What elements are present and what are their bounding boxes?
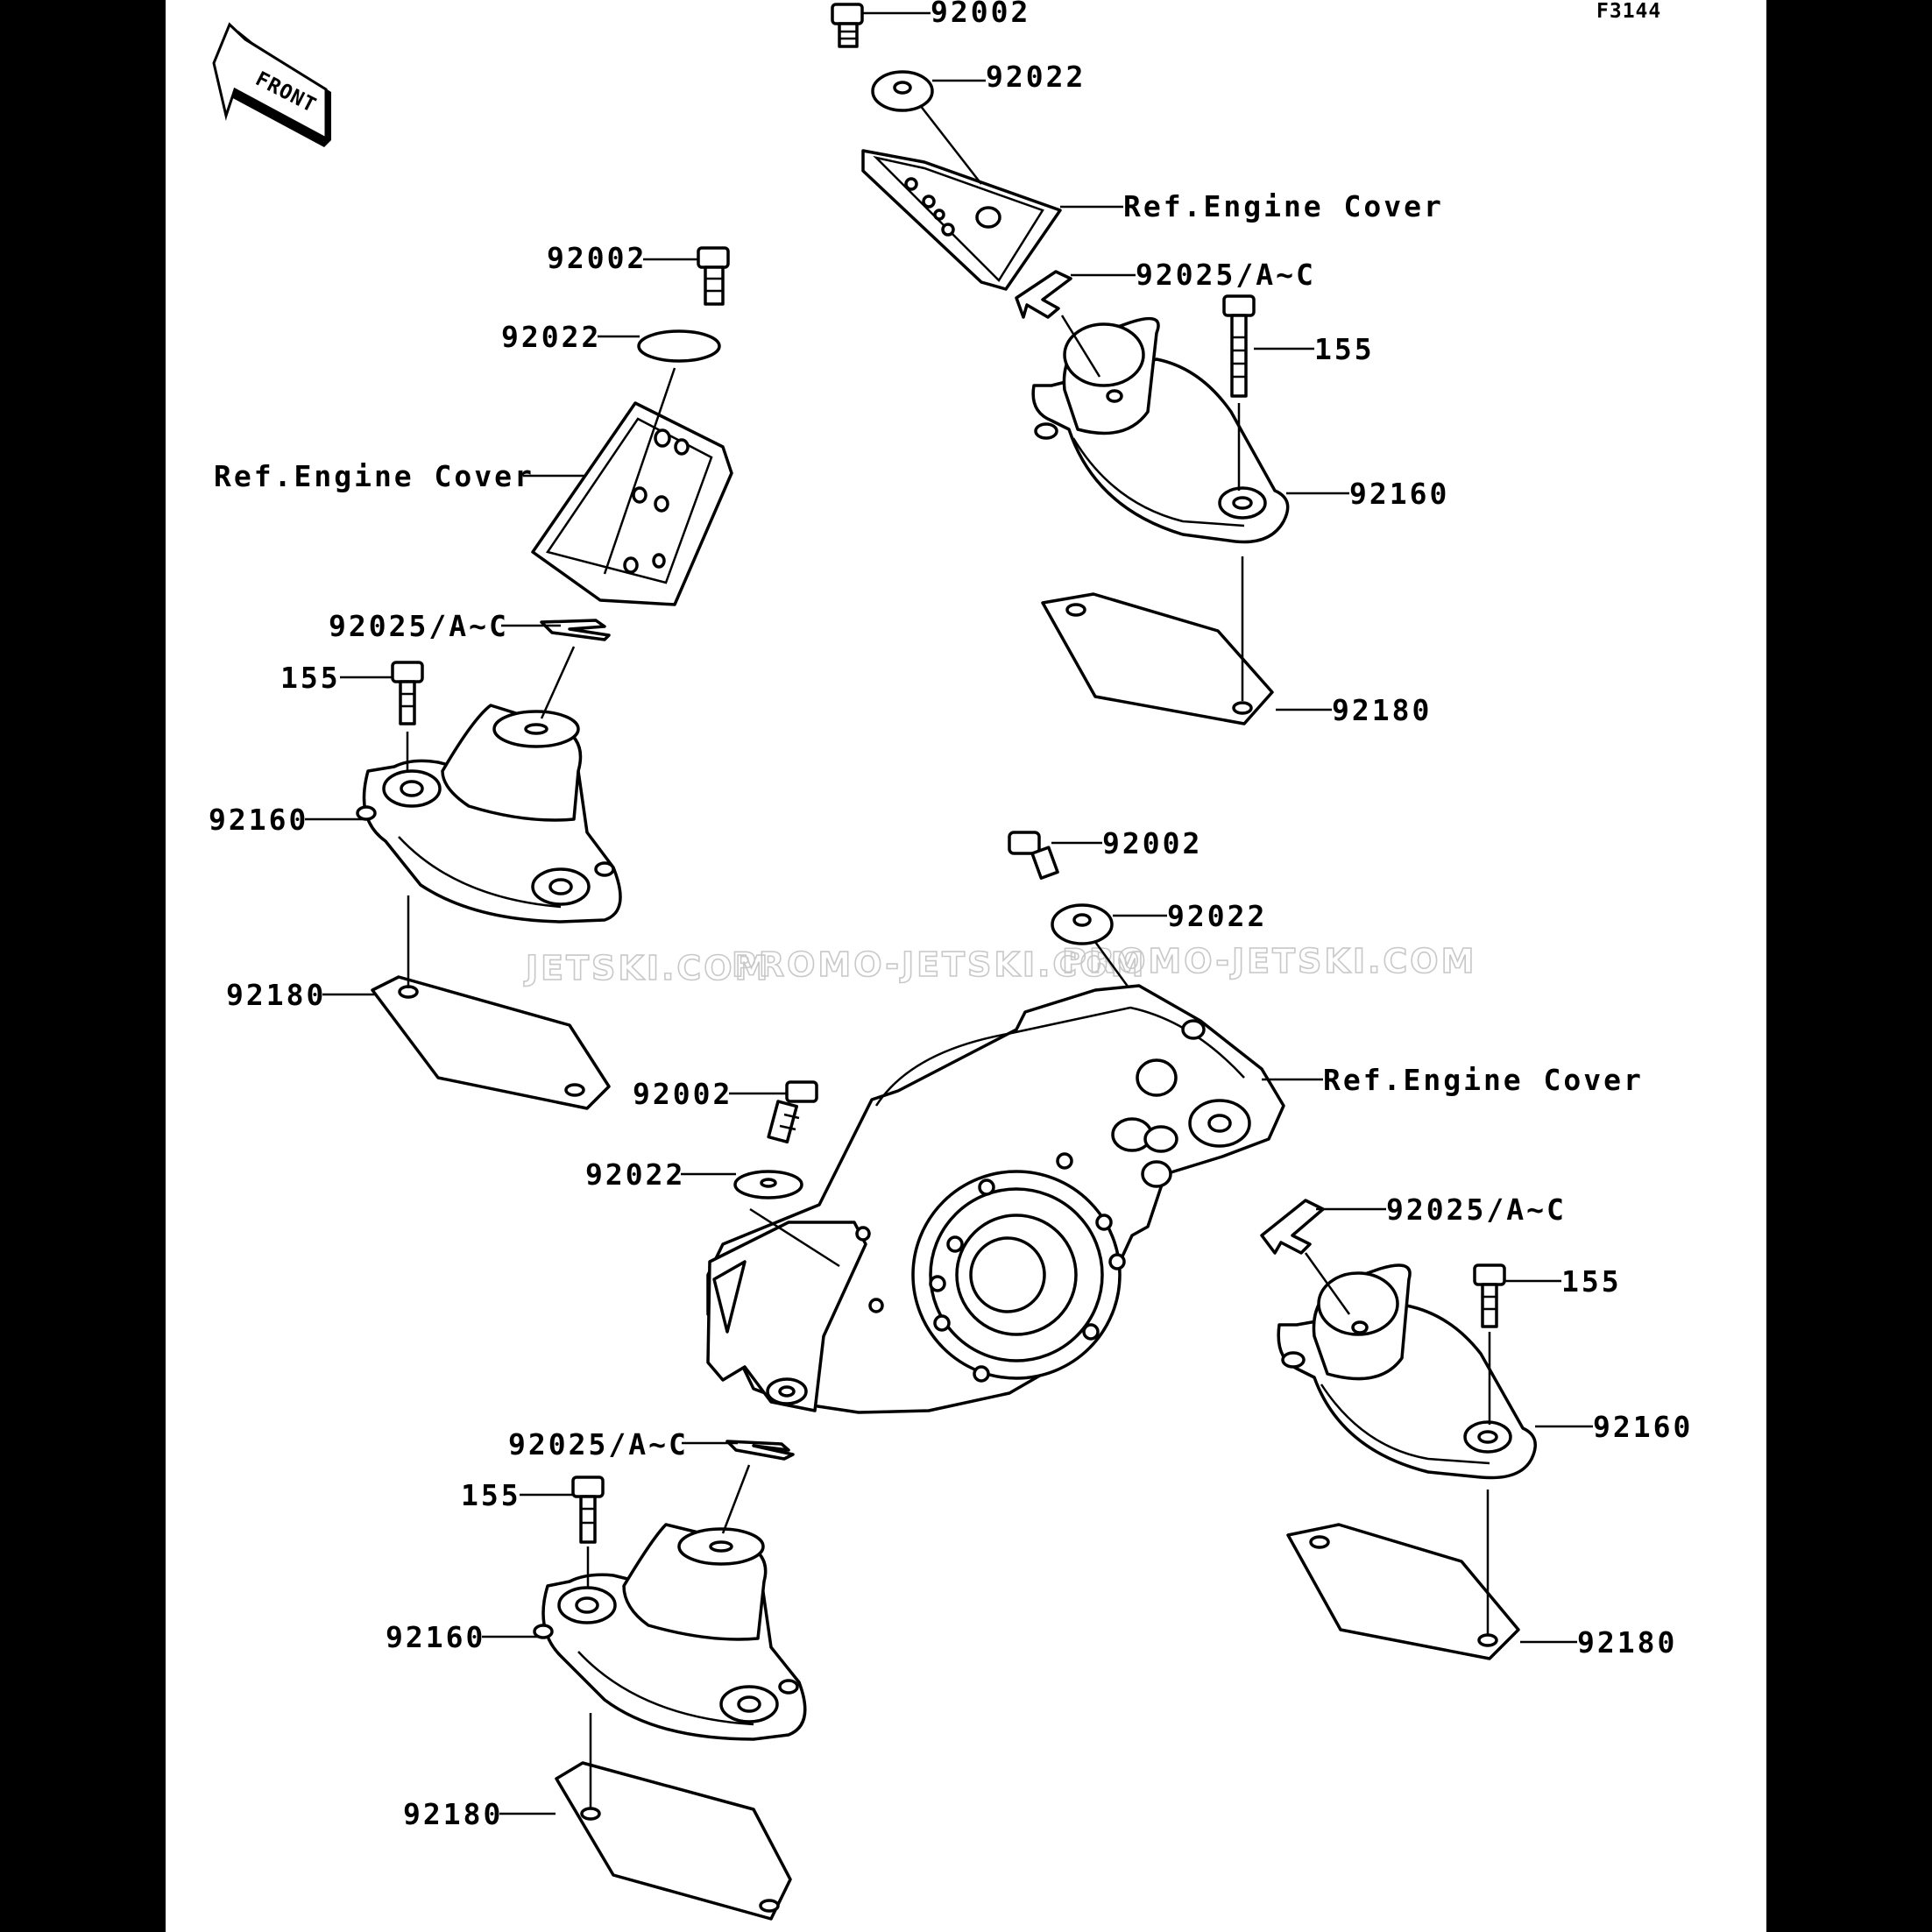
label-center-ref-cover: Ref.Engine Cover [1323, 1063, 1644, 1097]
group-top-left: 92002 92022 Ref.Engine Cover 92025/A~C [209, 241, 733, 1110]
bolt-92002-top-right [831, 3, 864, 48]
label-bottom-left-92002: 92002 [633, 1077, 732, 1111]
label-top-left-ref-cover: Ref.Engine Cover [214, 459, 534, 493]
shim-92025-top-left [540, 619, 611, 641]
watermark-2: PROMO-JETSKI.COM [732, 945, 1146, 984]
label-top-left-92022: 92022 [501, 320, 601, 354]
label-bottom-right-92180: 92180 [1577, 1625, 1677, 1660]
label-bottom-left-92025: 92025/A~C [508, 1427, 689, 1461]
bolt-92002-bottom-left [767, 1080, 818, 1144]
group-bottom-left: 92002 92022 92025/A~C 155 [386, 1077, 840, 1921]
mount-92160-top-right [1031, 315, 1290, 544]
label-top-left-92002: 92002 [547, 241, 647, 275]
shim-92025-top-right [1015, 270, 1072, 319]
label-bottom-left-92160: 92160 [386, 1620, 485, 1654]
label-top-left-155: 155 [280, 661, 341, 695]
label-bottom-left-92022: 92022 [585, 1157, 685, 1192]
bracket-top-right [861, 104, 1062, 291]
bolt-155-top-left [391, 661, 424, 725]
bolt-92002-top-left [697, 246, 730, 306]
washer-92022-top-left [637, 329, 721, 363]
label-top-left-92025: 92025/A~C [329, 609, 509, 643]
center-engine-cover: 92002 92022 [706, 826, 1285, 1414]
figure-id: F3144 [1596, 0, 1661, 23]
label-top-left-92160: 92160 [209, 803, 308, 837]
plate-92180-top-right [1041, 556, 1274, 725]
shim-92025-bottom-right [1260, 1199, 1325, 1255]
label-bottom-left-155: 155 [461, 1478, 521, 1512]
watermark-1: JETSKI.COM [523, 949, 770, 987]
plate-92180-top-left [371, 895, 611, 1110]
label-center-92002: 92002 [1102, 826, 1202, 860]
plate-92180-bottom-left [555, 1713, 792, 1921]
bolt-155-top-right [1222, 294, 1256, 398]
bolt-155-bottom-right [1473, 1263, 1506, 1328]
label-top-right-ref-cover: Ref.Engine Cover [1123, 189, 1444, 223]
mount-92160-bottom-right [1277, 1252, 1537, 1480]
bracket-top-left [531, 367, 733, 606]
label-top-right-155: 155 [1314, 332, 1375, 366]
label-bottom-right-92025: 92025/A~C [1386, 1192, 1567, 1227]
front-arrow-icon: FRONT [212, 22, 331, 147]
label-bottom-right-155: 155 [1561, 1264, 1622, 1299]
label-bottom-left-92180: 92180 [403, 1797, 503, 1831]
mount-92160-top-left [356, 646, 622, 924]
bolt-155-bottom-left [571, 1476, 605, 1544]
group-top-right: 92002 92022 Ref.Engine Cover 92025/A~C [831, 0, 1449, 727]
bolt-92002-center [1008, 831, 1059, 880]
label-bottom-right-92160: 92160 [1593, 1410, 1693, 1444]
shim-92025-bottom-left [725, 1440, 795, 1461]
label-top-right-92002: 92002 [931, 0, 1030, 29]
mount-92160-bottom-left [533, 1464, 807, 1741]
label-top-right-92022: 92022 [986, 60, 1086, 94]
label-top-left-92180: 92180 [226, 978, 326, 1012]
label-center-92022: 92022 [1167, 899, 1267, 933]
washer-92022-bottom-left [733, 1170, 840, 1268]
label-top-right-92025: 92025/A~C [1136, 258, 1316, 292]
watermark-3: PROMO-JETSKI.COM [1062, 942, 1476, 980]
washer-92022-top-right [871, 70, 934, 112]
group-bottom-right: 92025/A~C 155 92160 [1260, 1192, 1693, 1660]
label-top-right-92160: 92160 [1349, 477, 1449, 511]
label-top-right-92180: 92180 [1332, 693, 1432, 727]
plate-92180-bottom-right [1286, 1490, 1520, 1660]
